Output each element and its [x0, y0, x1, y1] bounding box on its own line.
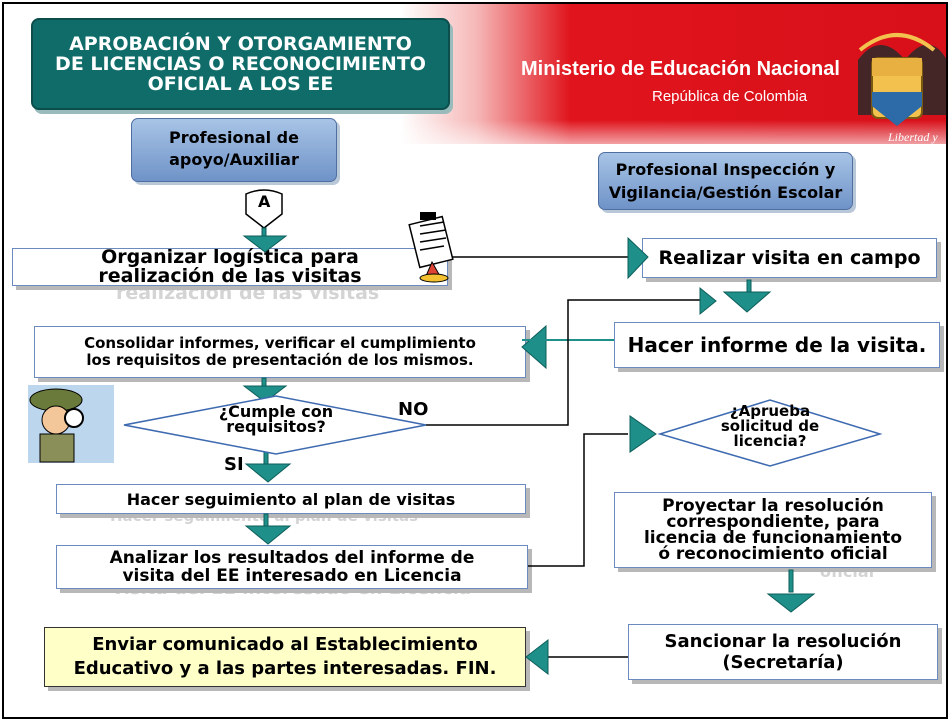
step-organize: Organizar logística para realización de … — [12, 248, 448, 286]
motto-text: Libertad y Orden — [888, 130, 938, 159]
republic-name: República de Colombia — [652, 88, 808, 105]
page-title: APROBACIÓN Y OTORGAMIENTO DE LICENCIAS O… — [55, 33, 426, 95]
role-left: Profesional de apoyo/Auxiliar — [131, 118, 337, 182]
step-project: Proyectar la resolución correspondiente,… — [614, 492, 932, 568]
step-followup: Hacer seguimiento al plan de visitas — [56, 484, 526, 514]
title-box: APROBACIÓN Y OTORGAMIENTO DE LICENCIAS O… — [31, 18, 450, 110]
decision-requirements: ¿Cumple con requisitos? — [218, 402, 334, 436]
ministry-name: Ministerio de Educación Nacional — [521, 58, 840, 80]
step-sanction: Sancionar la resolución (Secretaría) — [628, 624, 938, 680]
decision-approve-shape — [657, 399, 883, 467]
clipboard-icon — [408, 212, 454, 283]
decision-approve: ¿Aprueba solicitud de licencia? — [720, 402, 820, 450]
step-visit: Realizar visita en campo — [642, 238, 937, 278]
step-analyze: Analizar los resultados del informe de v… — [56, 545, 528, 589]
label-yes: SI — [224, 454, 244, 475]
label-no: NO — [398, 399, 429, 420]
connector-shape — [245, 189, 283, 229]
role-right: Profesional Inspección y Vigilancia/Gest… — [598, 152, 853, 210]
step-consolidate: Consolidar informes, verificar el cumpli… — [34, 326, 526, 378]
step-send: Enviar comunicado al Establecimiento Edu… — [44, 627, 526, 687]
connector-a: A — [258, 192, 271, 211]
step-report: Hacer informe de la visita. — [614, 322, 940, 368]
detective-icon — [28, 385, 114, 463]
decision-requirements-shape — [123, 395, 427, 455]
